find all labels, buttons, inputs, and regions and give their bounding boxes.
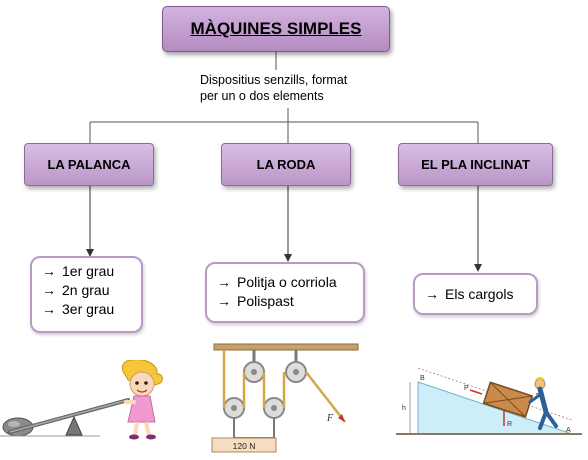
label-h: h	[402, 405, 406, 412]
list-item: → 1er grau	[42, 262, 131, 281]
item-label: Els cargols	[445, 286, 514, 302]
item-label: 2n grau	[62, 282, 110, 298]
list-roda: → Politja o corriola → Polispast	[205, 262, 365, 323]
category-el-pla-inclinat: EL PLA INCLINAT	[398, 143, 553, 186]
item-label: 1er grau	[62, 263, 115, 279]
diagram-title: MÀQUINES SIMPLES	[162, 6, 390, 52]
label-a: A	[566, 427, 571, 434]
description-line-2: per un o dos elements	[200, 89, 324, 103]
description-line-1: Dispositius senzills, format	[200, 73, 348, 87]
item-label: Polispast	[237, 293, 294, 309]
category-la-palanca: LA PALANCA	[24, 143, 154, 186]
arrow-icon: →	[217, 274, 231, 290]
item-label: 3er grau	[62, 301, 115, 317]
list-item: → 3er grau	[42, 300, 131, 319]
arrow-icon: →	[217, 293, 231, 309]
category-la-roda: LA RODA	[221, 143, 351, 186]
list-pla-inclinat: → Els cargols	[413, 273, 538, 315]
force-label: F	[326, 413, 334, 424]
arrow-icon: →	[42, 282, 56, 298]
list-item: → 2n grau	[42, 281, 131, 300]
list-item: → Els cargols	[425, 285, 526, 304]
weight-label: 120 N	[233, 441, 256, 451]
list-palanca: → 1er grau → 2n grau → 3er grau	[30, 256, 143, 333]
list-item: → Polispast	[217, 292, 353, 311]
arrow-icon: →	[425, 286, 439, 302]
label-r: R	[507, 421, 512, 428]
description: Dispositius senzills, format per un o do…	[200, 72, 400, 104]
lever-girl-illustration	[0, 360, 163, 440]
label-b: B	[420, 375, 425, 382]
arrow-icon: →	[42, 263, 56, 279]
inclined-plane-illustration: B L h A R P F	[396, 367, 582, 435]
item-label: Politja o corriola	[237, 274, 337, 290]
label-p: P	[464, 385, 469, 392]
list-item: → Politja o corriola	[217, 273, 353, 292]
pulley-system-illustration: F 120 N	[211, 343, 359, 453]
arrow-icon: →	[42, 301, 56, 317]
